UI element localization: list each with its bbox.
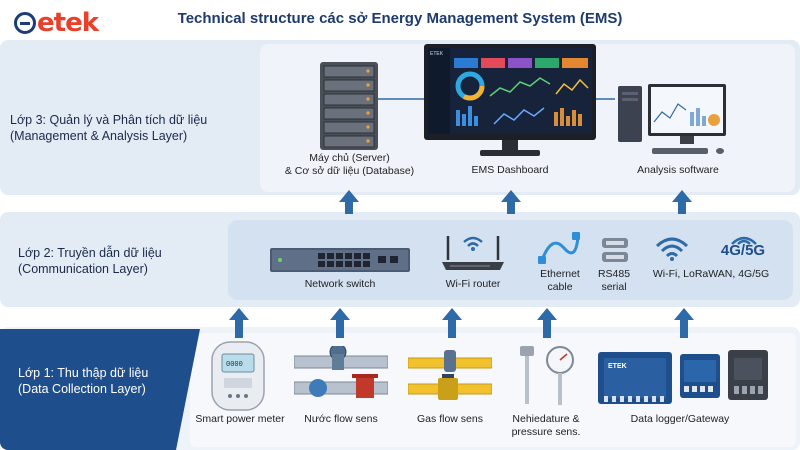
page-title: Technical structure các sở Energy Manage…	[177, 10, 623, 27]
svg-text:0000: 0000	[226, 361, 243, 369]
meter-caption: Smart power meter	[195, 413, 285, 425]
temp-caption-line1: Nehiedature &	[512, 413, 580, 425]
wifi-router-icon	[442, 236, 504, 270]
ethernet-caption-line2: cable	[547, 281, 573, 293]
rs485-caption: RS485 serial	[588, 268, 640, 294]
layer3-label-line1: Lớp 3: Quản lý và Phân tích dữ liệu	[10, 113, 208, 127]
arrow-up-to-dashboard	[501, 190, 521, 214]
logger-caption: Data logger/Gateway	[630, 413, 730, 425]
temp-caption: Nehiedature & pressure sens.	[502, 413, 590, 439]
temperature-pressure-sensor-icon	[520, 346, 574, 405]
layer2-label-line1: Lớp 2: Truyền dẫn dữ liệu	[18, 246, 162, 260]
layer3-label: Lớp 3: Quản lý và Phân tích dữ liệu (Man…	[10, 112, 207, 144]
cellular-signal-icon	[731, 236, 757, 245]
arrow-up-to-server	[339, 190, 359, 214]
arrow-up-from-gas	[442, 308, 462, 338]
logger-brand-text: ETEK	[608, 363, 627, 370]
layer2-label-line2: (Communication Layer)	[18, 262, 148, 276]
logo-text: etek	[37, 8, 99, 38]
water-flow-sensor-icon	[294, 346, 388, 398]
server-caption-line1: Máy chủ (Server)	[309, 152, 390, 164]
wifi-signal-icon	[655, 237, 689, 261]
layer1-label-line2: (Data Collection Layer)	[18, 382, 146, 396]
analysis-caption: Analysis software	[637, 164, 719, 176]
monitor-brand-text: ETEK	[430, 51, 444, 57]
wireless-caption: Wi-Fi, LoRaWAN, 4G/5G	[652, 268, 770, 280]
layer3-connector-lines	[375, 98, 615, 100]
water-caption: Nước flow sens	[304, 413, 378, 425]
gas-flow-sensor-icon	[408, 350, 492, 400]
smart-power-meter-icon: 0000	[211, 341, 265, 411]
layer1-label: Lớp 1: Thu thập dữ liệu (Data Collection…	[0, 329, 200, 450]
rs485-caption-line2: serial	[601, 281, 627, 293]
server-rack-icon	[320, 62, 378, 150]
gateway-module-icon	[680, 354, 720, 398]
arrow-up-from-temp	[537, 308, 557, 338]
analysis-workstation-icon	[618, 84, 726, 154]
ems-dashboard-monitor-icon: ETEK	[424, 44, 596, 156]
layer3-label-line2: (Management & Analysis Layer)	[10, 129, 188, 143]
data-logger-icon: ETEK	[598, 352, 672, 404]
arrow-up-from-logger	[674, 308, 694, 338]
logo-e-mark	[14, 12, 36, 34]
arrow-up-to-analysis	[672, 190, 692, 214]
dashboard-caption: EMS Dashboard	[471, 164, 549, 176]
server-caption: Máy chủ (Server) & Cơ sở dữ liệu (Databa…	[282, 152, 417, 178]
arrow-up-from-water	[330, 308, 350, 338]
router-caption: Wi-Fi router	[445, 278, 501, 290]
rs485-caption-line1: RS485	[597, 268, 631, 280]
ethernet-caption-line1: Ethernet	[540, 268, 580, 280]
cellular-badge: 4G/5G	[720, 242, 766, 259]
switch-caption: Network switch	[304, 278, 376, 290]
ethernet-cable-icon	[538, 232, 580, 264]
arrow-up-from-meter	[229, 308, 249, 338]
ethernet-caption: Ethernet cable	[530, 268, 590, 294]
io-module-icon	[728, 350, 768, 400]
server-caption-line2: & Cơ sở dữ liệu (Database)	[284, 165, 415, 177]
etek-logo: etek	[14, 8, 99, 38]
temp-caption-line2: pressure sens.	[511, 426, 581, 438]
rs485-connector-icon	[602, 238, 628, 262]
layer1-label-line1: Lớp 1: Thu thập dữ liệu	[18, 366, 149, 380]
gas-caption: Gas flow sens	[417, 413, 483, 425]
network-switch-icon	[270, 248, 410, 272]
layer2-label: Lớp 2: Truyền dẫn dữ liệu (Communication…	[18, 245, 162, 277]
